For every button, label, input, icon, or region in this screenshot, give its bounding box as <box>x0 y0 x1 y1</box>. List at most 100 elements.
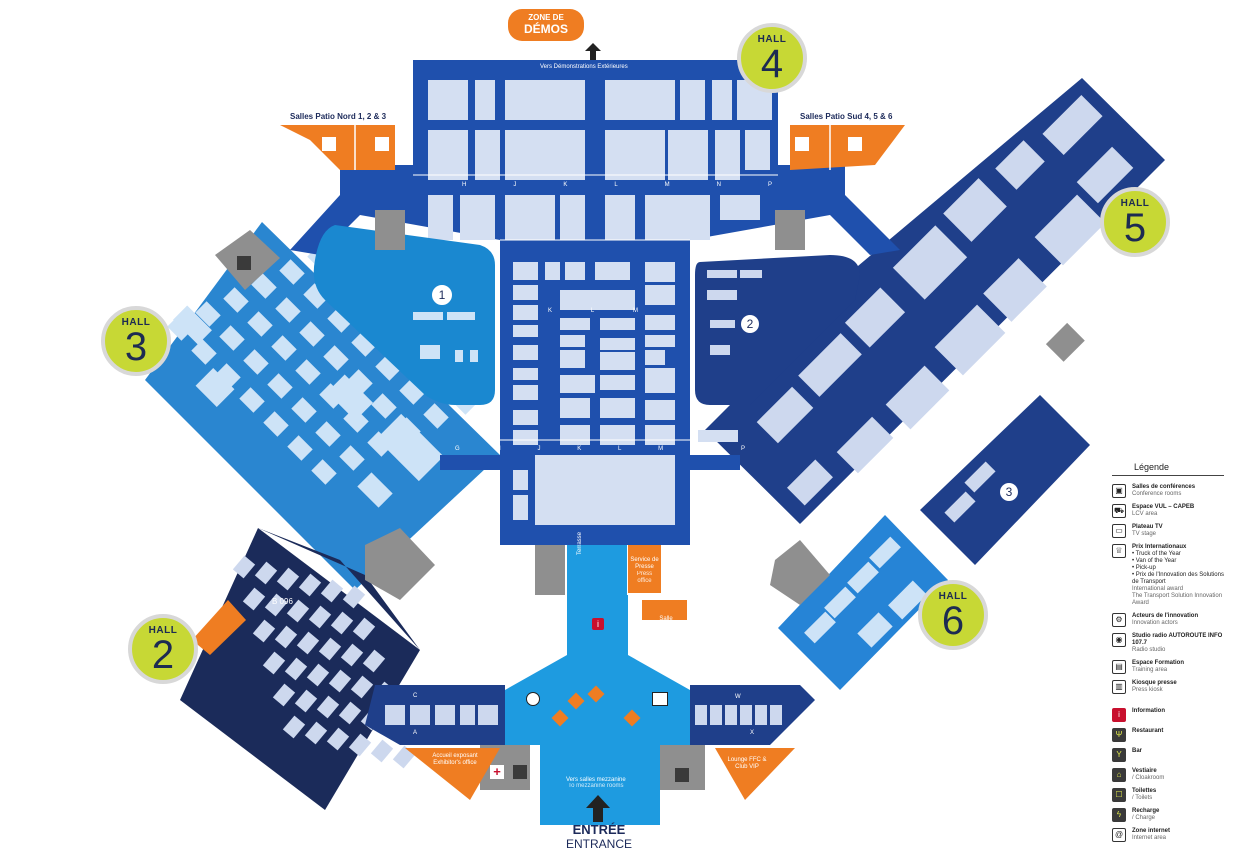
stand[interactable] <box>560 398 590 418</box>
lower-east-wing[interactable] <box>690 685 815 745</box>
first-aid-icon[interactable]: + <box>490 765 504 779</box>
stand[interactable] <box>262 651 286 675</box>
stand[interactable] <box>513 285 538 300</box>
information-icon[interactable]: i <box>592 618 604 630</box>
stand[interactable] <box>560 195 585 240</box>
stand[interactable] <box>338 701 362 725</box>
stand[interactable] <box>350 675 374 699</box>
stand[interactable] <box>475 130 500 180</box>
stand[interactable] <box>264 593 288 617</box>
stand[interactable] <box>560 290 635 310</box>
stand[interactable] <box>351 331 377 357</box>
stand[interactable] <box>560 375 595 393</box>
stand[interactable] <box>362 649 386 673</box>
stand[interactable] <box>327 374 373 421</box>
stand[interactable] <box>167 315 193 341</box>
stand[interactable] <box>645 350 665 365</box>
entrance-label[interactable]: ENTRÉE ENTRANCE <box>565 822 632 851</box>
stand[interactable] <box>239 387 265 413</box>
stand[interactable] <box>279 259 305 285</box>
stand[interactable] <box>560 335 585 347</box>
stand[interactable] <box>513 262 538 280</box>
stand[interactable] <box>243 349 269 375</box>
entrance-hall[interactable] <box>505 545 690 825</box>
stand[interactable] <box>560 318 590 330</box>
stand[interactable] <box>219 325 245 351</box>
stand[interactable] <box>513 305 538 320</box>
stand[interactable] <box>668 130 708 180</box>
stand[interactable] <box>303 283 329 309</box>
stand[interactable] <box>720 195 760 220</box>
stand[interactable] <box>645 368 675 393</box>
stand[interactable] <box>1034 194 1106 266</box>
stand[interactable] <box>326 727 350 751</box>
stand[interactable] <box>423 403 449 429</box>
stand[interactable] <box>347 369 373 395</box>
stand[interactable] <box>605 80 675 120</box>
stand[interactable] <box>475 80 495 120</box>
stand[interactable] <box>376 413 444 482</box>
stand[interactable] <box>600 318 635 330</box>
stand[interactable] <box>943 178 1007 242</box>
stand[interactable] <box>745 130 770 170</box>
stand[interactable] <box>191 339 217 365</box>
hall-6-area[interactable] <box>778 515 948 690</box>
stand[interactable] <box>251 273 277 299</box>
stand[interactable] <box>560 425 590 445</box>
stand[interactable] <box>315 421 341 447</box>
stand[interactable] <box>316 695 340 719</box>
hall-4-area[interactable] <box>290 60 900 545</box>
stand[interactable] <box>513 410 538 425</box>
stand[interactable] <box>247 311 273 337</box>
stand[interactable] <box>375 355 401 381</box>
stand[interactable] <box>698 430 738 442</box>
stand[interactable] <box>804 611 836 644</box>
stand[interactable] <box>1042 94 1103 156</box>
stand[interactable] <box>428 80 468 120</box>
stand[interactable] <box>306 663 330 687</box>
stand[interactable] <box>1076 146 1134 204</box>
stand[interactable] <box>252 619 276 643</box>
stand[interactable] <box>295 359 321 385</box>
stand[interactable] <box>320 579 344 603</box>
stand[interactable] <box>680 80 705 120</box>
stand[interactable] <box>513 495 528 520</box>
stand[interactable] <box>885 365 950 430</box>
stand[interactable] <box>291 397 317 423</box>
lower-west-wing[interactable] <box>365 685 505 745</box>
salles-patio-nord[interactable] <box>280 125 395 170</box>
stand[interactable] <box>330 611 354 635</box>
stand[interactable] <box>348 733 372 757</box>
stand[interactable] <box>460 195 495 240</box>
stand[interactable] <box>267 373 293 399</box>
stand[interactable] <box>756 386 814 444</box>
stand[interactable] <box>311 459 337 485</box>
stand[interactable] <box>342 585 366 609</box>
stand[interactable] <box>340 643 364 667</box>
stand[interactable] <box>600 338 635 350</box>
toilets-icon[interactable] <box>675 768 689 782</box>
stand[interactable] <box>323 345 349 371</box>
stand[interactable] <box>271 335 297 361</box>
stand[interactable] <box>824 586 856 619</box>
stand[interactable] <box>605 130 665 180</box>
stand[interactable] <box>352 617 376 641</box>
stand[interactable] <box>600 425 635 445</box>
stand[interactable] <box>600 352 635 370</box>
stand[interactable] <box>505 80 585 120</box>
stand[interactable] <box>513 345 538 360</box>
stand[interactable] <box>242 587 266 611</box>
stand[interactable] <box>275 297 301 323</box>
hall-5-area[interactable] <box>705 78 1165 524</box>
stand[interactable] <box>535 455 675 525</box>
stand[interactable] <box>367 431 393 457</box>
stand[interactable] <box>934 304 1006 376</box>
stand[interactable] <box>505 195 555 240</box>
stand[interactable] <box>712 80 732 120</box>
stand[interactable] <box>274 625 298 649</box>
stand[interactable] <box>847 561 879 594</box>
stand[interactable] <box>513 325 538 337</box>
